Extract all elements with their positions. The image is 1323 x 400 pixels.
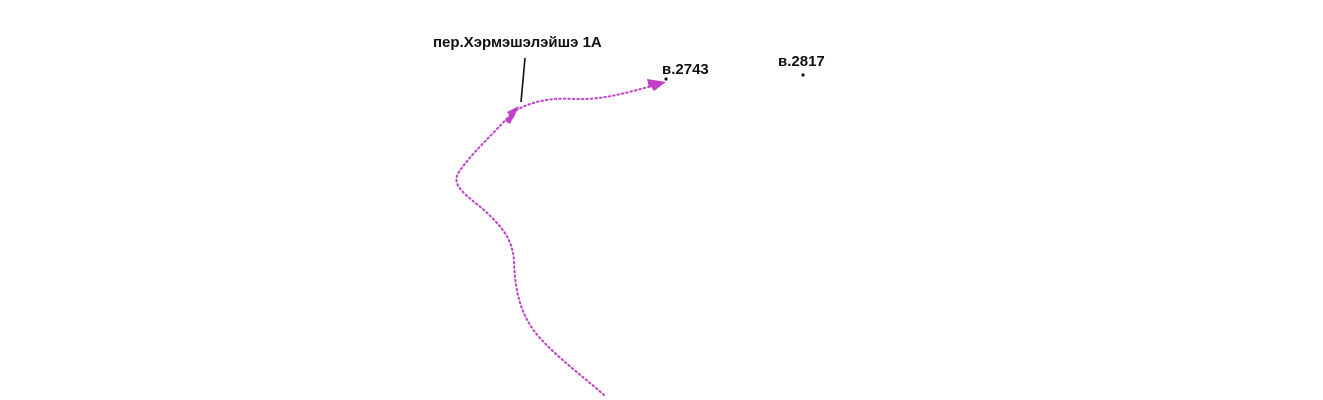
pass-label: пер.Хэрмэшэлэйшэ 1А bbox=[433, 34, 602, 51]
direction-arrow-icon bbox=[650, 82, 666, 91]
route-line bbox=[455, 83, 661, 396]
summit-label: в.2743 bbox=[662, 61, 709, 78]
summit-label: в.2817 bbox=[778, 53, 825, 70]
summit-dot-icon bbox=[801, 73, 805, 77]
pass-leader-line bbox=[520, 57, 526, 103]
summit-dot-icon bbox=[664, 77, 668, 81]
direction-arrow-icon bbox=[507, 106, 519, 119]
